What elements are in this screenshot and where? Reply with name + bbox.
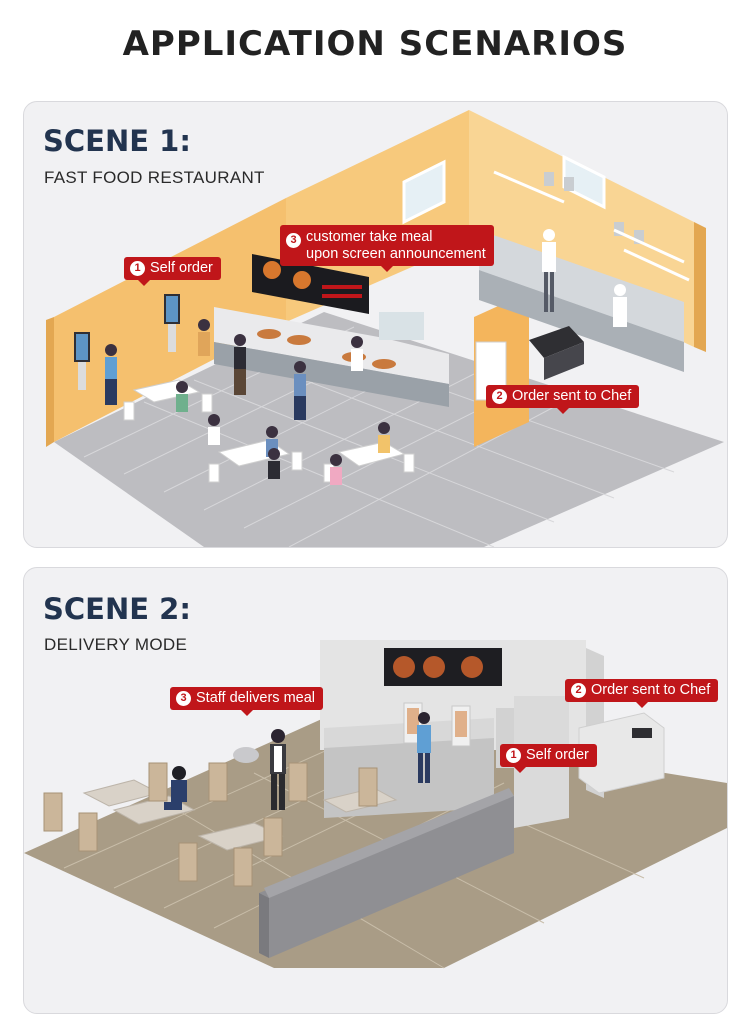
step-number-badge: 2 bbox=[571, 682, 586, 698]
scene-2-panel: SCENE 2: DELIVERY MODE 3 Staff delivers … bbox=[23, 567, 728, 1014]
fast-food-restaurant-illustration bbox=[46, 110, 724, 547]
callout-label-line-1: customer take meal bbox=[306, 229, 433, 245]
step-number-badge: 3 bbox=[286, 233, 301, 248]
step-number-badge: 1 bbox=[506, 747, 521, 763]
callout-label-line-2: upon screen announcement bbox=[306, 245, 486, 262]
step-number-badge: 3 bbox=[176, 690, 191, 706]
scene-1-callout-self-order: 1 Self order bbox=[124, 257, 221, 286]
callout-label: Order sent to Chef bbox=[512, 388, 632, 404]
callout-label: Self order bbox=[150, 260, 213, 276]
scene-1-callout-take-meal: 3 customer take meal upon screen announc… bbox=[280, 225, 494, 273]
step-number-badge: 1 bbox=[130, 260, 145, 276]
scene-2-title: SCENE 2: bbox=[43, 592, 191, 626]
callout-label: Self order bbox=[526, 747, 589, 763]
scene-2-callout-order-sent: 2 Order sent to Chef bbox=[565, 679, 719, 708]
page-title: APPLICATION SCENARIOS bbox=[122, 24, 628, 64]
callout-label: Staff delivers meal bbox=[196, 690, 316, 706]
scene-1-callout-order-sent: 2 Order sent to Chef bbox=[486, 385, 640, 414]
scene-1-panel: SCENE 1: FAST FOOD RESTAURANT 1 Self ord… bbox=[23, 101, 728, 548]
scene-1-subtitle: FAST FOOD RESTAURANT bbox=[44, 168, 265, 187]
scene-1-title: SCENE 1: bbox=[43, 124, 191, 158]
step-number-badge: 2 bbox=[492, 388, 507, 404]
scene-2-subtitle: DELIVERY MODE bbox=[44, 635, 188, 654]
scene-2-callout-staff-delivers: 3 Staff delivers meal bbox=[170, 687, 324, 716]
scene-2-callout-self-order: 1 Self order bbox=[500, 744, 597, 773]
callout-label: Order sent to Chef bbox=[591, 682, 711, 698]
